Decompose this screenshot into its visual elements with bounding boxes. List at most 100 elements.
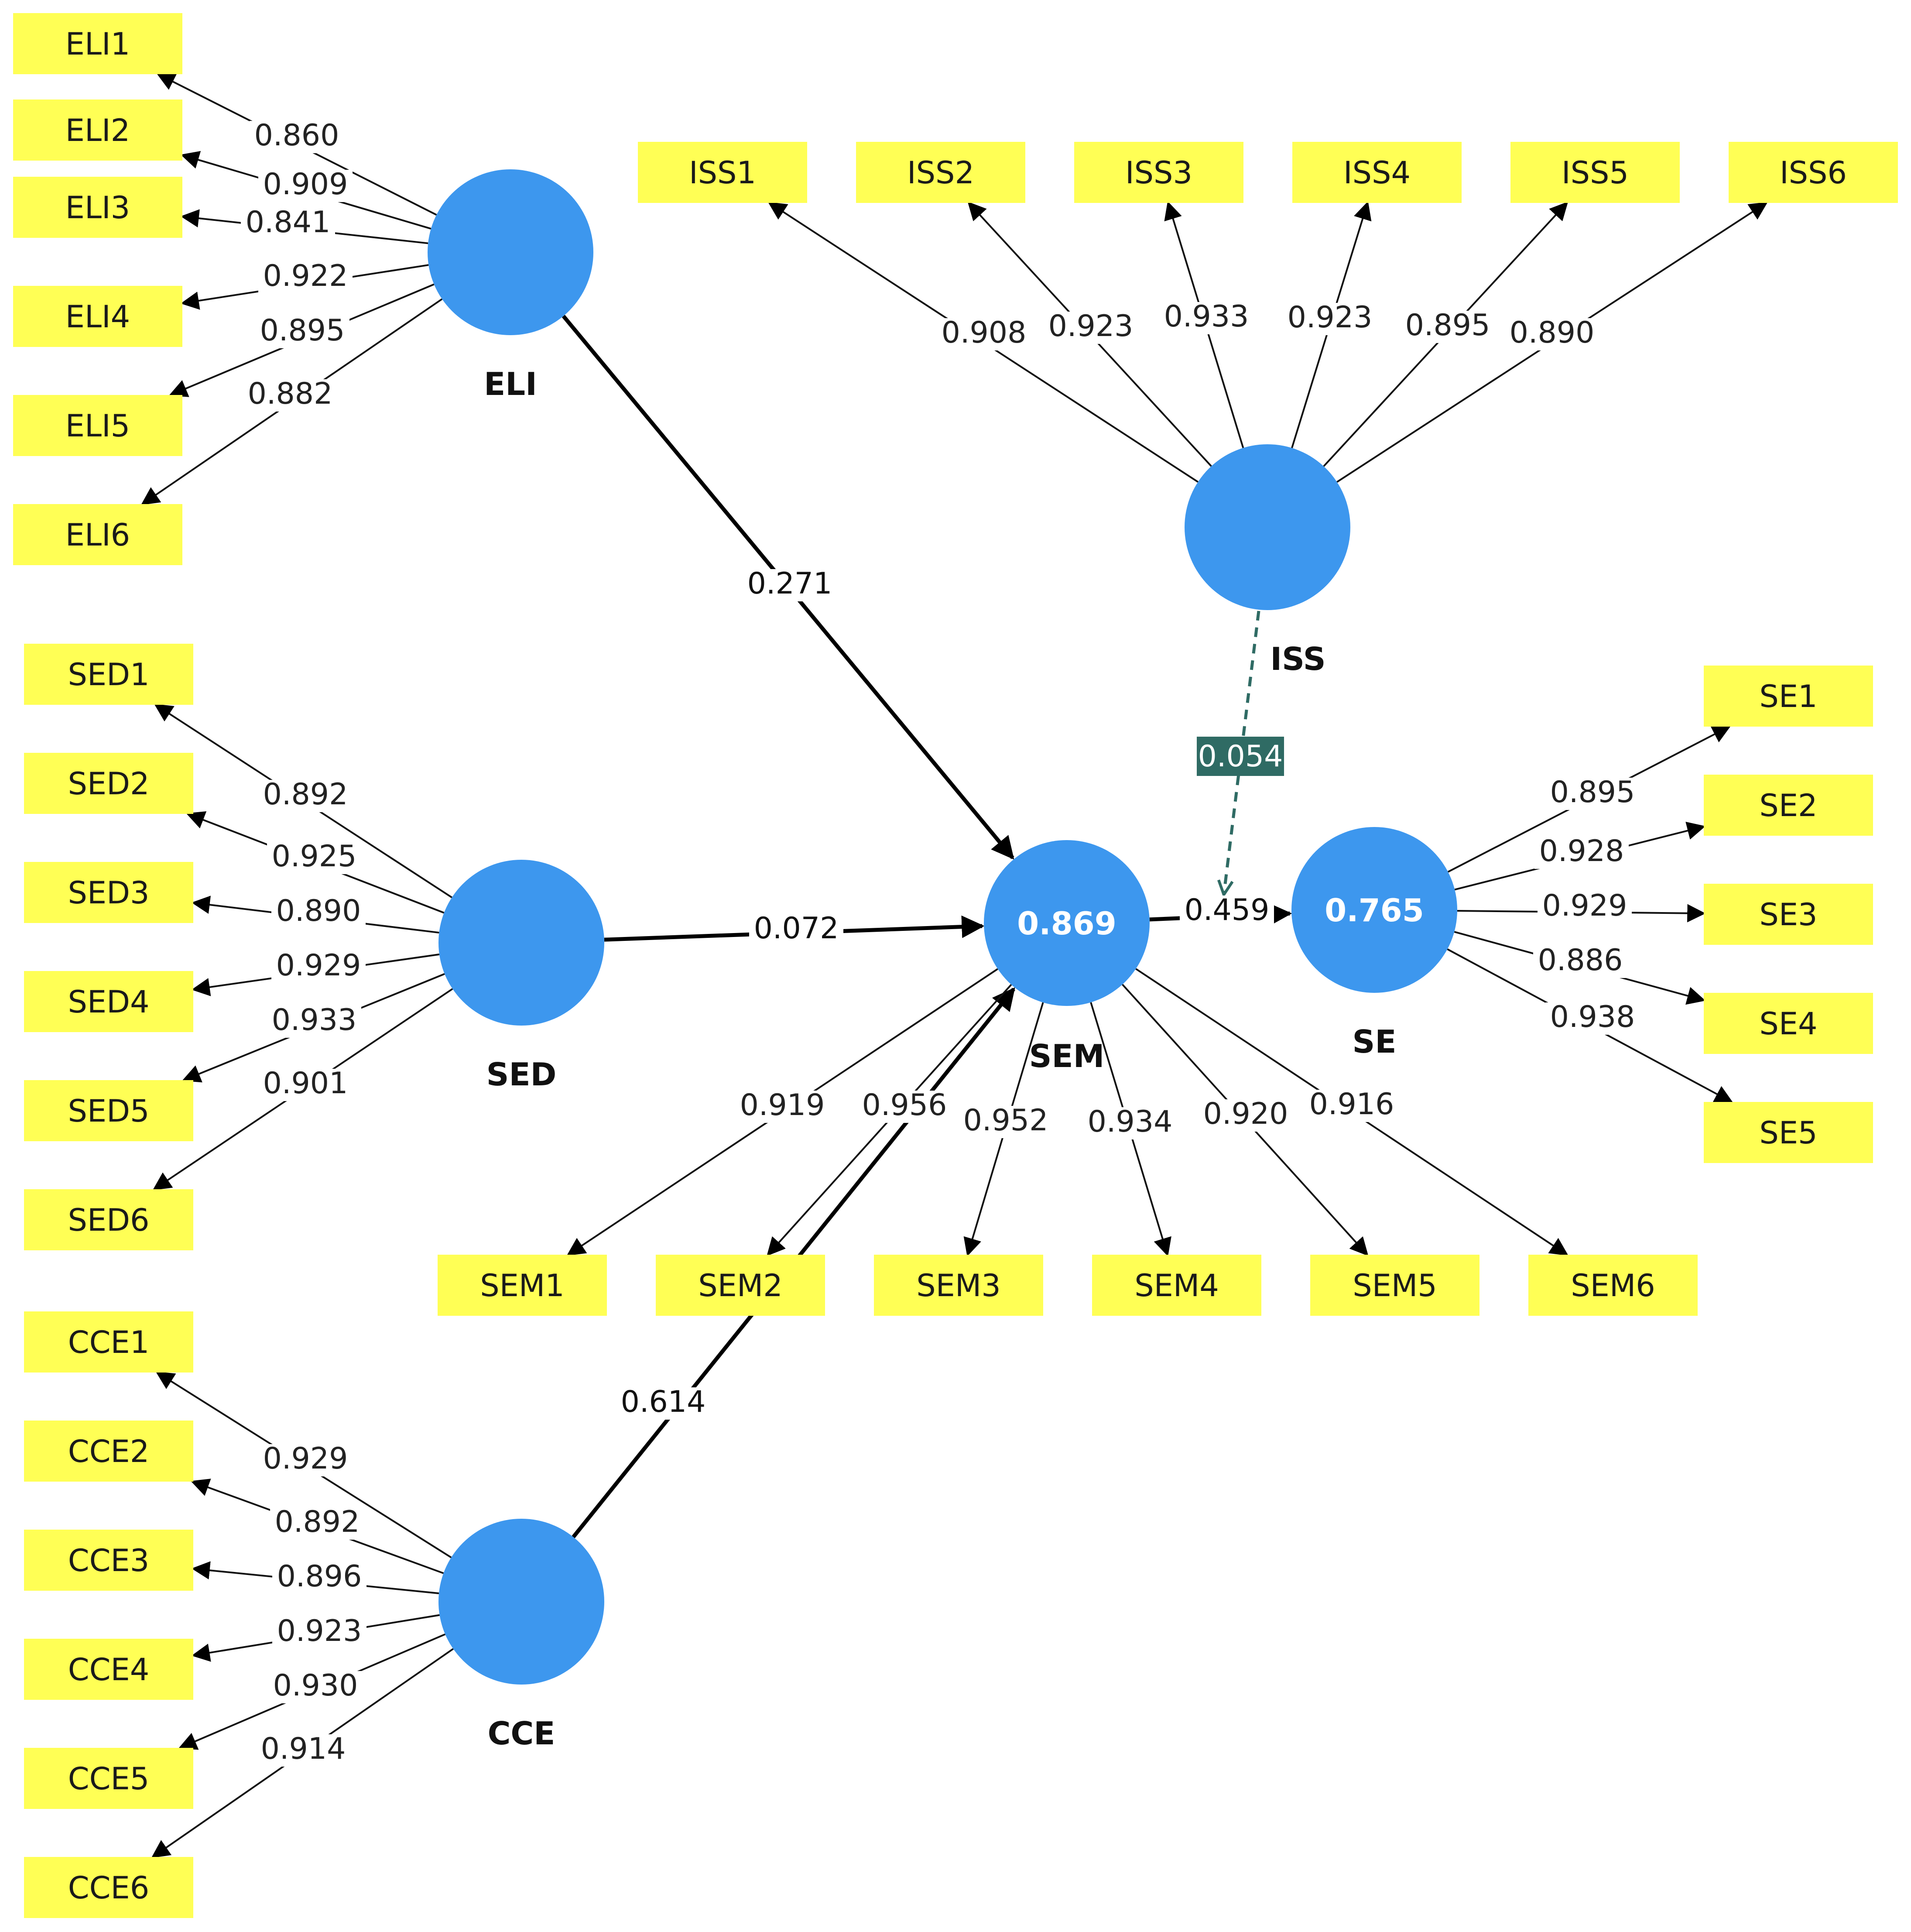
latent-circle xyxy=(438,1519,604,1685)
indicator-sem3: SEM3 xyxy=(874,1255,1043,1316)
indicator-iss5: ISS5 xyxy=(1510,142,1680,203)
indicator-box xyxy=(638,142,807,203)
loading-label-cce5: 0.930 xyxy=(268,1668,363,1703)
indicator-box xyxy=(438,1255,607,1316)
loading-value: 0.908 xyxy=(942,316,1027,350)
loading-value: 0.923 xyxy=(1288,300,1373,335)
indicator-label: ISS6 xyxy=(1780,155,1847,191)
indicator-box xyxy=(13,100,182,161)
latent-name: ISS xyxy=(1270,641,1325,677)
indicator-label: SED3 xyxy=(68,875,149,911)
indicator-box xyxy=(24,753,193,814)
indicator-eli3: ELI3 xyxy=(13,177,182,238)
loading-label-sem6: 0.916 xyxy=(1305,1087,1399,1122)
loading-value: 0.882 xyxy=(248,377,333,411)
loading-label-iss6: 0.890 xyxy=(1505,316,1599,350)
indicator-se4: SE4 xyxy=(1704,993,1873,1054)
indicator-box xyxy=(24,644,193,705)
loading-value: 0.892 xyxy=(263,777,348,812)
loading-value: 0.841 xyxy=(246,205,331,240)
indicator-cce4: CCE4 xyxy=(24,1639,193,1700)
indicator-label: SEM1 xyxy=(480,1268,565,1304)
latent-se: 0.765 xyxy=(1291,827,1457,993)
indicator-box xyxy=(856,142,1025,203)
indicator-label: SEM2 xyxy=(698,1268,783,1304)
indicator-box xyxy=(13,395,182,456)
loading-value: 0.933 xyxy=(1164,299,1249,334)
loading-label-se1: 0.895 xyxy=(1545,775,1640,810)
indicator-box xyxy=(24,1748,193,1809)
loading-value: 0.896 xyxy=(277,1559,362,1594)
loading-value: 0.923 xyxy=(1048,309,1134,343)
latent-circle xyxy=(984,840,1150,1006)
latent-circle xyxy=(1185,444,1350,610)
latent-circle xyxy=(1291,827,1457,993)
indicator-box xyxy=(1528,1255,1698,1316)
indicator-box xyxy=(1310,1255,1479,1316)
indicator-eli5: ELI5 xyxy=(13,395,182,456)
indicator-label: SE5 xyxy=(1759,1115,1817,1151)
path-coef-sem-se: 0.459 xyxy=(1180,893,1274,928)
loading-value: 0.886 xyxy=(1538,943,1623,978)
indicator-se3: SE3 xyxy=(1704,884,1873,945)
indicator-label: SED1 xyxy=(68,657,149,693)
loading-value: 0.895 xyxy=(1550,775,1635,810)
indicator-label: ISS2 xyxy=(907,155,974,191)
latent-circle xyxy=(428,169,593,335)
loading-label-iss2: 0.923 xyxy=(1044,309,1138,344)
loading-value: 0.916 xyxy=(1309,1087,1394,1122)
loading-label-iss1: 0.908 xyxy=(937,316,1031,350)
indicator-label: ELI6 xyxy=(65,517,130,553)
loading-value: 0.922 xyxy=(263,259,348,293)
indicator-label: CCE5 xyxy=(68,1761,150,1797)
loading-value: 0.930 xyxy=(273,1668,358,1703)
indicator-cce6: CCE6 xyxy=(24,1857,193,1918)
indicator-label: ELI1 xyxy=(65,26,130,62)
indicator-se5: SE5 xyxy=(1704,1102,1873,1163)
loading-value: 0.895 xyxy=(1405,308,1490,343)
indicator-box xyxy=(874,1255,1043,1316)
indicator-label: SE2 xyxy=(1759,788,1817,824)
indicator-iss1: ISS1 xyxy=(638,142,807,203)
indicator-box xyxy=(1704,1102,1873,1163)
loading-label-eli1: 0.860 xyxy=(250,118,344,153)
indicator-sed3: SED3 xyxy=(24,862,193,923)
indicator-iss4: ISS4 xyxy=(1292,142,1462,203)
indicator-label: ISS3 xyxy=(1125,155,1192,191)
r-squared-value: 0.765 xyxy=(1325,892,1424,929)
indicator-se1: SE1 xyxy=(1704,666,1873,727)
indicator-cce3: CCE3 xyxy=(24,1530,193,1591)
latent-cce xyxy=(438,1519,604,1685)
indicator-cce2: CCE2 xyxy=(24,1421,193,1482)
indicator-label: SE4 xyxy=(1759,1006,1817,1042)
loading-label-eli2: 0.909 xyxy=(258,167,353,202)
indicator-box xyxy=(1704,666,1873,727)
indicator-sed2: SED2 xyxy=(24,753,193,814)
latent-name: SED xyxy=(486,1056,557,1093)
indicator-label: SED6 xyxy=(68,1202,149,1238)
loading-label-se2: 0.928 xyxy=(1534,834,1629,869)
loading-label-sem2: 0.956 xyxy=(857,1088,952,1123)
indicator-box xyxy=(13,286,182,347)
indicator-label: CCE1 xyxy=(68,1325,150,1360)
indicator-box xyxy=(24,971,193,1032)
loading-value: 0.929 xyxy=(1542,889,1627,923)
loading-label-se4: 0.886 xyxy=(1533,943,1627,978)
indicator-box xyxy=(13,504,182,565)
loading-label-cce1: 0.929 xyxy=(258,1441,353,1476)
loading-value: 0.923 xyxy=(277,1614,362,1648)
moderation-coefficient: 0.054 xyxy=(1198,739,1283,774)
loading-label-sed4: 0.929 xyxy=(271,948,366,983)
indicator-sed5: SED5 xyxy=(24,1080,193,1141)
loading-label-se3: 0.929 xyxy=(1538,889,1632,923)
indicator-box xyxy=(24,1080,193,1141)
indicator-box xyxy=(1704,775,1873,836)
loading-label-sem1: 0.919 xyxy=(735,1088,829,1123)
indicator-label: SEM4 xyxy=(1134,1268,1219,1304)
indicator-label: SED5 xyxy=(68,1093,149,1129)
indicator-eli2: ELI2 xyxy=(13,100,182,161)
loading-value: 0.892 xyxy=(275,1505,360,1539)
indicator-label: CCE6 xyxy=(68,1870,150,1906)
indicator-box xyxy=(24,1189,193,1250)
